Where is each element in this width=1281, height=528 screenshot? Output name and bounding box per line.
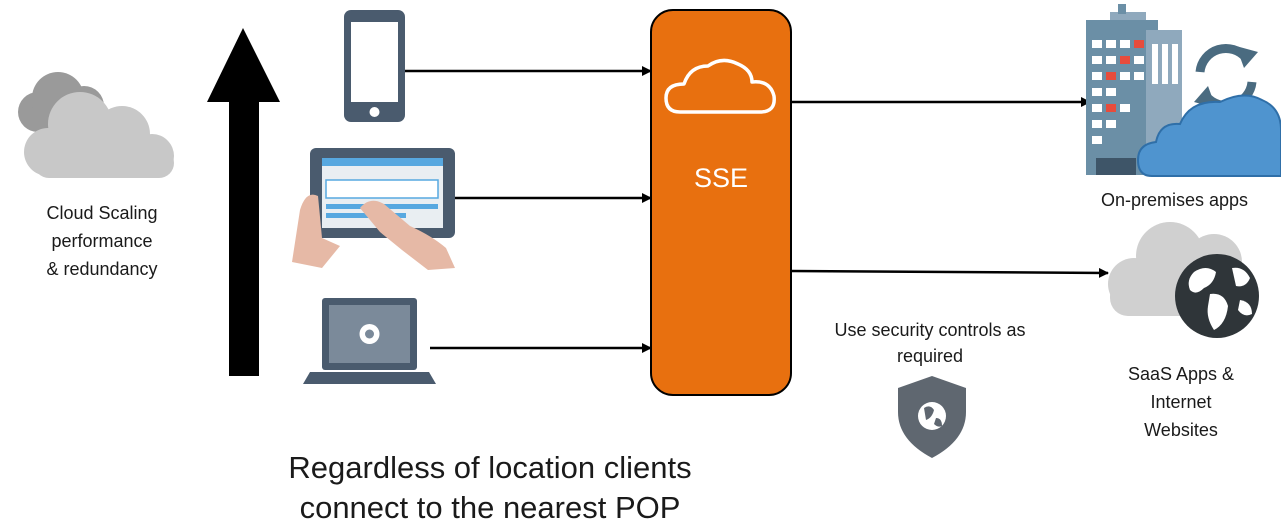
- onprem-label: On-premises apps: [1101, 190, 1249, 210]
- scaling-up-arrow: [207, 28, 280, 376]
- arrow-sse-to-saas: [790, 267, 1109, 278]
- sse-label: SSE: [693, 163, 749, 193]
- sse-box: [650, 9, 792, 396]
- smartphone-icon: [344, 10, 405, 122]
- saas-label: SaaS Apps & Internet Websites: [1127, 364, 1235, 440]
- caption: Regardless of location clients connect t…: [288, 450, 692, 525]
- laptop-icon: [303, 298, 436, 384]
- sse-cloud-icon: [664, 58, 776, 114]
- shield-icon: [898, 376, 966, 458]
- globe-icon: [1175, 254, 1259, 338]
- cloud-scaling-icon: [18, 72, 174, 178]
- destination-arrows: [790, 97, 1109, 278]
- tablet-icon: [292, 148, 455, 270]
- cloud-scaling-label: Cloud Scaling performance & redundancy: [46, 203, 158, 279]
- device-arrows: [405, 66, 652, 353]
- security-controls-label: Use security controls as required: [834, 320, 1026, 366]
- sync-arrowhead-top: [1236, 46, 1258, 68]
- onprem-cloud-icon: [1136, 94, 1281, 177]
